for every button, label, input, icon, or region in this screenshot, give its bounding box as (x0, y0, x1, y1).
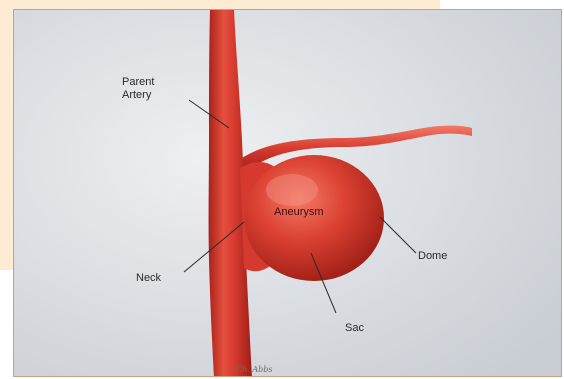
artist-signature: Ch. Abbs (236, 365, 272, 374)
label-neck: Neck (136, 272, 161, 285)
label-sac: Sac (345, 322, 364, 335)
sac-highlight (266, 174, 318, 206)
label-aneurysm: Aneurysm (274, 206, 324, 219)
label-dome: Dome (418, 250, 447, 263)
diagram-illustration (14, 10, 562, 377)
aneurysm-diagram: Parent Artery Aneurysm Dome Neck Sac Ch.… (13, 9, 562, 377)
label-parent-artery: Parent Artery (122, 76, 154, 102)
